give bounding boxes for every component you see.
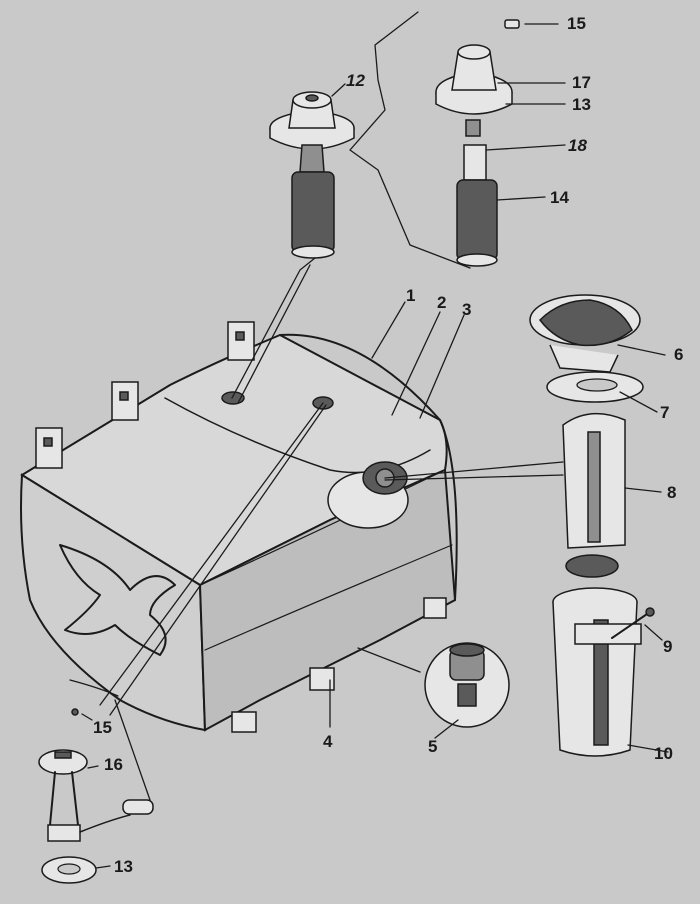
callout-12: 12 — [346, 71, 365, 90]
gauge-sender-16 — [38, 749, 154, 842]
fuel-tank — [20, 321, 458, 733]
callout-17: 17 — [572, 73, 591, 92]
callout-13-bottom: 13 — [114, 857, 133, 876]
sender-unit-12 — [269, 91, 355, 259]
callout-18: 18 — [568, 136, 587, 155]
callout-14: 14 — [550, 188, 569, 207]
callout-5: 5 — [428, 737, 438, 756]
filter-screen-8 — [562, 412, 626, 578]
gasket-7 — [546, 371, 644, 403]
callout-15-bottom: 15 — [93, 718, 112, 737]
leader-lines — [69, 23, 669, 869]
callout-13-top: 13 — [572, 95, 591, 114]
callout-6: 6 — [674, 345, 684, 364]
callout-2: 2 — [437, 293, 447, 312]
callout-4: 4 — [323, 732, 333, 751]
callout-7: 7 — [660, 403, 670, 422]
callout-1: 1 — [406, 286, 416, 305]
callout-16: 16 — [104, 755, 123, 774]
filler-cap-6 — [529, 294, 641, 373]
callout-15-top: 15 — [567, 14, 586, 33]
callout-3: 3 — [462, 300, 472, 319]
filler-pipe-10 — [552, 587, 655, 757]
callout-10: 10 — [654, 744, 673, 763]
drain-valve-detail-5 — [357, 642, 510, 728]
callout-9: 9 — [663, 637, 673, 656]
gasket-13-bottom — [41, 856, 97, 884]
sender-unit-17 — [435, 19, 520, 267]
callout-8: 8 — [667, 483, 677, 502]
